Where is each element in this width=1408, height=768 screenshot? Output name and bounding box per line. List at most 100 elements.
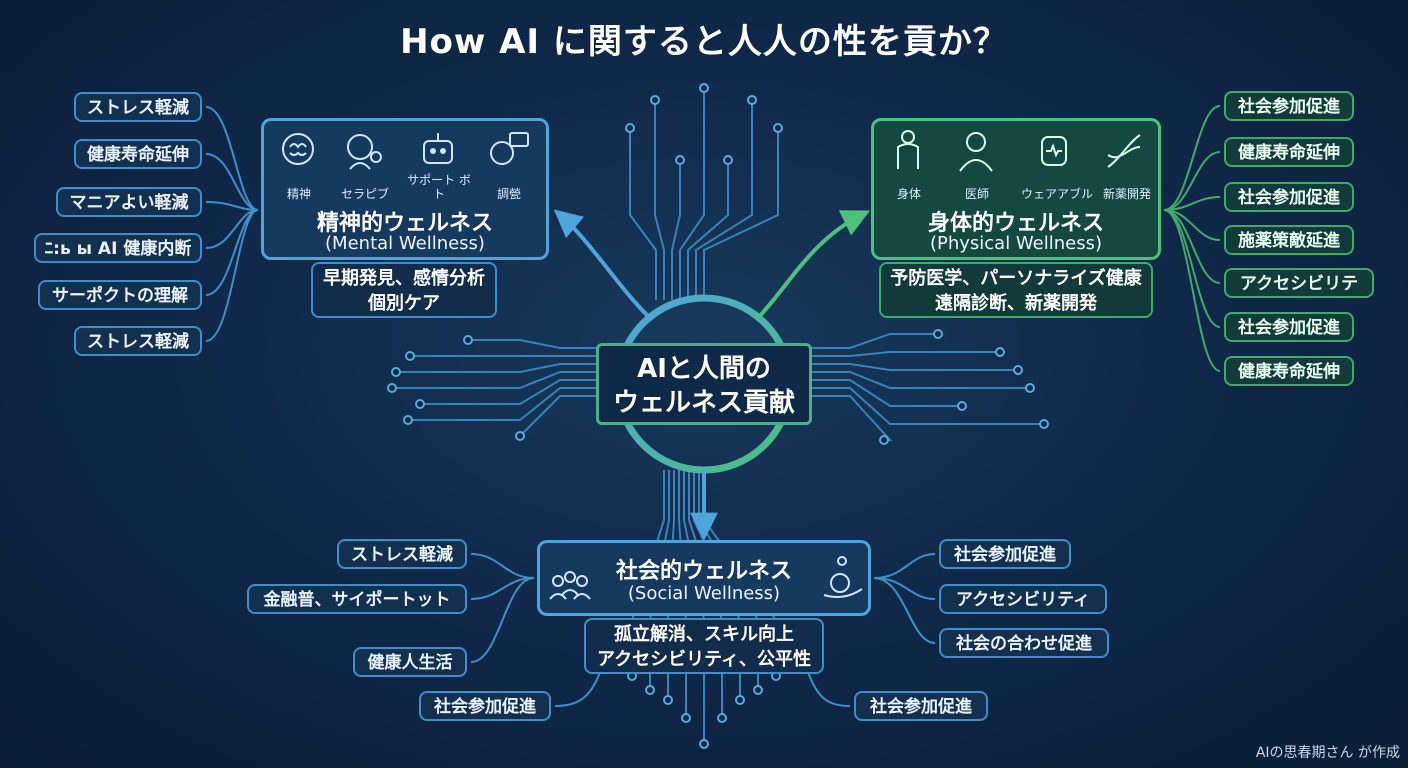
- social-left-item: ストレス軽減: [337, 539, 467, 569]
- dna-icon: [1107, 134, 1141, 168]
- social-bottom-item: 社会参加促進: [854, 691, 988, 721]
- physical-icon-label: 新薬開発: [1102, 187, 1151, 201]
- physical-features: 予防医学、パーソナライズ健康 遠隔診断、新薬開発: [879, 262, 1153, 318]
- social-right-item: 社会の合わせ促進: [939, 628, 1109, 658]
- mental-item: ストレス軽減: [74, 92, 202, 122]
- trace-node: [773, 123, 783, 133]
- social-branch: [873, 577, 936, 644]
- mental-branch: [205, 209, 259, 249]
- trace-node: [1013, 365, 1023, 375]
- social-branch: [470, 577, 535, 600]
- community-icon: [549, 571, 591, 600]
- physical-subtitle: (Physical Wellness): [929, 233, 1103, 254]
- physical-item: 施薬策敵延進: [1224, 225, 1354, 255]
- social-feature-line: アクセシビリティ、公平性: [596, 649, 812, 670]
- trace-node: [879, 435, 889, 445]
- social-title: 社会的ウェルネス: [615, 559, 792, 584]
- physical-item: アクセシビリテ: [1224, 268, 1374, 298]
- footer-credit: AIの思春期さん が作成: [1255, 745, 1400, 761]
- mental-icon-label: 精神: [286, 187, 311, 201]
- physical-icon-label: ウェアアブル: [1020, 187, 1093, 201]
- trace-node: [933, 329, 943, 339]
- page-title: How AI に関すると人人の性を貢か？: [400, 22, 1008, 62]
- social-branch: [470, 577, 535, 663]
- trace-node: [515, 431, 525, 441]
- trace-node: [663, 695, 673, 705]
- physical-icon-label: 医師: [964, 187, 989, 201]
- center-node: AIと人間の ウェルネス貢献: [596, 343, 812, 425]
- physical-branch: [1163, 105, 1221, 211]
- mental-item: 健康寿命延伸: [74, 139, 202, 169]
- trace-node: [699, 739, 709, 749]
- mental-feature-line: 早期発見、感情分析: [323, 268, 485, 289]
- circuit-trace: [679, 88, 705, 300]
- social-branch: [554, 671, 601, 707]
- trace-node: [995, 347, 1005, 357]
- trace-node: [957, 401, 967, 411]
- trace-node: [387, 383, 397, 393]
- doctor-icon: [959, 132, 993, 172]
- social-branch: [470, 553, 535, 579]
- circuit-trace: [687, 160, 729, 300]
- chat-head-icon: [490, 132, 529, 165]
- circuit-trace: [790, 351, 1000, 357]
- circuit-trace: [703, 128, 779, 300]
- social-subtitle: (Social Wellness): [627, 583, 781, 604]
- trace-node: [650, 95, 660, 105]
- social-feature-line: 孤立解消、スキル向上: [614, 624, 794, 645]
- trace-node: [717, 713, 727, 723]
- trace-node: [415, 399, 425, 409]
- therapy-head-icon: [347, 134, 382, 170]
- social-features: 孤立解消、スキル向上 アクセシビリティ、公平性: [584, 618, 824, 674]
- arrow-to-physical: [754, 210, 871, 322]
- circuit-trace: [790, 379, 962, 407]
- trace-node: [747, 95, 757, 105]
- physical-icon-label: 身体: [896, 187, 921, 201]
- trace-node: [405, 351, 415, 361]
- social-wellness-box: 社会的ウェルネス (Social Wellness): [537, 540, 871, 616]
- circuit-trace: [468, 339, 618, 349]
- trace-node: [1039, 419, 1049, 429]
- circuit-trace: [790, 387, 1044, 425]
- trace-node: [463, 335, 473, 345]
- trace-node: [403, 415, 413, 425]
- circuit-trace: [654, 100, 665, 300]
- mental-feature-line: 個別ケア: [368, 293, 440, 314]
- trace-node: [699, 83, 709, 93]
- trace-node: [625, 123, 635, 133]
- physical-feature-line: 遠隔診断、新薬開発: [935, 293, 1097, 314]
- center-line-1: AIと人間の: [637, 354, 771, 384]
- wheelchair-icon: [823, 556, 863, 598]
- mental-title: 精神的ウェルネス: [316, 211, 493, 236]
- mental-item: マニアよい軽減: [56, 187, 202, 217]
- mental-branch: [205, 106, 259, 211]
- mental-wellness-box: 精神 セラピブ サポート ボト 調甇 精神的ウェルネス (Mental Well…: [261, 118, 549, 260]
- physical-item: 健康寿命延伸: [1224, 137, 1354, 167]
- mental-item: サーポクトの理解: [38, 280, 202, 310]
- physical-item: 社会参加促進: [1224, 91, 1354, 121]
- circuit-trace: [392, 371, 618, 389]
- physical-branch: [1163, 209, 1221, 372]
- mental-icon-label: セラピブ: [340, 187, 389, 201]
- trace-node: [675, 155, 685, 165]
- robot-icon: [423, 133, 453, 164]
- social-bottom-item: 社会参加促進: [419, 691, 551, 721]
- social-branch: [807, 671, 851, 707]
- social-right-item: 社会参加促進: [939, 539, 1071, 569]
- physical-wellness-box: 身体 医師 ウェアアブル 新薬開発 身体的ウェルネス (Physical Wel…: [871, 118, 1161, 260]
- trace-node: [391, 367, 401, 377]
- mental-icon-label: 調甇: [496, 187, 521, 201]
- physical-item: 社会参加促進: [1224, 312, 1354, 342]
- trace-node: [753, 685, 763, 695]
- circuit-trace: [629, 128, 657, 300]
- trace-node: [645, 685, 655, 695]
- circuit-trace: [695, 100, 753, 300]
- social-left-item: 健康人生活: [353, 647, 467, 677]
- physical-item: 社会参加促進: [1224, 182, 1354, 212]
- brain-head-icon: [282, 133, 314, 165]
- arrow-to-mental: [553, 209, 654, 322]
- circuit-trace: [790, 371, 1030, 389]
- mental-features: 早期発見、感情分析 個別ケア: [311, 262, 497, 318]
- mental-branch: [205, 153, 259, 211]
- circuit-trace: [790, 363, 1018, 371]
